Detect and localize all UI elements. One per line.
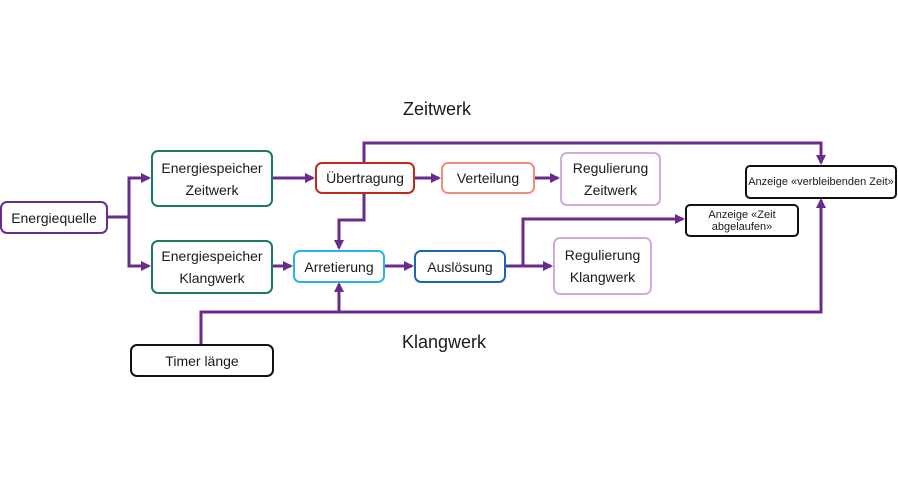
node-label-line: Zeitwerk [185, 181, 239, 198]
node-label-line: Energiespeicher [161, 159, 263, 176]
edge-uebertragung-to-anzeige-verbleibend [362, 141, 826, 165]
node-label-line: Verteilung [456, 170, 520, 186]
node-label-line: abgelaufen» [711, 220, 773, 233]
edge-ausloesung-to-anzeige-abgelaufen [521, 214, 685, 266]
node-timer-laenge[interactable]: Timer länge [130, 344, 274, 377]
node-ausloesung[interactable]: Auslösung [414, 250, 506, 283]
edge-energiequelle-to-speicher-klangwerk [127, 217, 151, 271]
node-label-line: Zeitwerk [584, 182, 637, 198]
node-label-line: Klangwerk [179, 270, 245, 286]
node-label-line: Anzeige «Zeit [708, 208, 776, 221]
edge-energiequelle-to-speicher-zeitwerk [107, 173, 151, 219]
node-label-line: Energiespeicher [161, 248, 263, 264]
node-energiequelle[interactable]: Energiequelle [0, 201, 108, 234]
node-label-line: Arretierung [304, 258, 374, 275]
node-label-line: Regulierung [572, 160, 649, 176]
edge-timer-to-anzeige-verbleibend [339, 198, 826, 314]
section-label-klangwerk: Klangwerk [402, 332, 487, 352]
node-label-line: Timer länge [165, 352, 239, 369]
node-uebertragung[interactable]: Übertragung [315, 162, 415, 194]
node-label-line: Energiequelle [11, 209, 97, 226]
node-label-line: Anzeige «verbleibenden Zeit» [748, 176, 894, 188]
node-label-line: Klangwerk [569, 269, 636, 285]
edge-uebertragung-to-arretierung [334, 193, 366, 250]
node-anzeige-verbleibende-zeit[interactable]: Anzeige «verbleibenden Zeit» [745, 165, 897, 199]
section-label-zeitwerk: Zeitwerk [403, 99, 472, 119]
node-verteilung[interactable]: Verteilung [441, 162, 535, 194]
node-label-line: Regulierung [564, 247, 641, 263]
edge-timer-to-arretierung [199, 282, 344, 344]
node-label-line: Auslösung [427, 258, 493, 275]
node-label-line: Übertragung [326, 170, 404, 186]
node-arretierung[interactable]: Arretierung [293, 250, 385, 283]
